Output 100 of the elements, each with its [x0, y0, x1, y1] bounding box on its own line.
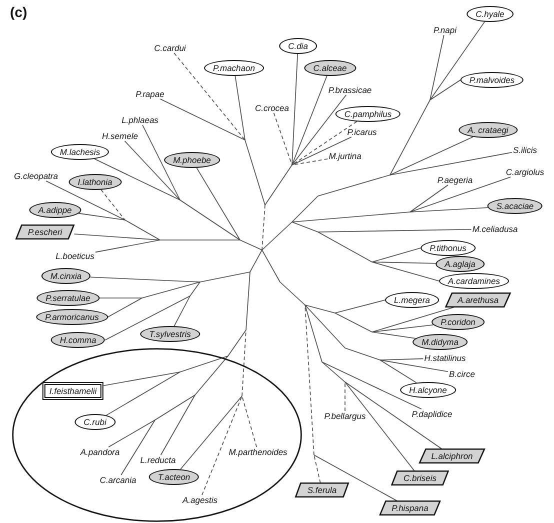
branch-line	[90, 276, 200, 282]
species-ellipse: L.megera	[385, 292, 439, 308]
species-label: B.circe	[448, 369, 476, 379]
species-ellipse: M.lachesis	[50, 144, 110, 160]
branch-line	[74, 234, 160, 240]
species-ellipse: I.lathonia	[68, 174, 122, 190]
species-ellipse: M.didyma	[412, 334, 468, 350]
branch-line	[344, 382, 415, 472]
species-label: L.reducta	[139, 455, 177, 465]
species-ellipse: H.comma	[50, 332, 106, 348]
species-label: P.icarus	[346, 127, 378, 137]
branch-line	[410, 184, 448, 212]
branch-line	[196, 168, 240, 240]
branch-line	[78, 212, 126, 220]
branch-line	[292, 76, 328, 166]
species-parallelogram: P.escheri	[16, 225, 74, 239]
branch-line	[292, 158, 328, 166]
branch-line	[318, 229, 472, 232]
species-ellipse: P.machaon	[204, 60, 264, 76]
species-ellipse: C.dia	[279, 38, 317, 54]
species-label: G.cleopatra	[13, 171, 59, 181]
branch-line	[372, 324, 434, 332]
branch-line	[410, 176, 511, 212]
branch-line	[430, 21, 485, 100]
branch-line	[46, 180, 126, 220]
branch-line	[390, 152, 512, 176]
species-label: A.pandora	[79, 447, 121, 457]
branch-line	[372, 248, 421, 262]
species-label: M.celiadusa	[471, 224, 519, 234]
species-ellipse: P.malvoides	[460, 72, 524, 88]
branch-line	[322, 362, 422, 410]
species-label: C.cardui	[153, 43, 187, 53]
branch-line	[430, 80, 461, 100]
species-parallelogram: L.alciphron	[419, 449, 485, 463]
species-label: L.boeticus	[54, 251, 96, 261]
species-label: L.phlaeas	[120, 115, 160, 125]
branch-line	[142, 124, 180, 200]
branch-line	[390, 136, 474, 176]
species-label: C.crocea	[254, 103, 290, 113]
branch-line	[160, 98, 246, 140]
species-label: H.semele	[101, 131, 139, 141]
branch-line	[106, 372, 180, 416]
branch-line	[430, 34, 444, 100]
branch-line	[103, 372, 180, 386]
branch-line	[314, 454, 321, 484]
species-label: P.aegeria	[436, 175, 474, 185]
branch-line	[380, 360, 448, 372]
branch-line	[372, 332, 416, 339]
branch-line	[108, 420, 156, 448]
species-ellipse: C.rubi	[74, 414, 116, 430]
branch-line	[273, 112, 292, 166]
branch-line	[234, 76, 246, 140]
species-ellipse: S.acaciae	[487, 198, 543, 214]
branch-line	[124, 140, 180, 200]
branch-line	[108, 298, 142, 318]
species-parallelogram: A.arethusa	[445, 293, 511, 307]
branch-line	[344, 382, 442, 450]
species-ellipse: M.phoebe	[164, 152, 220, 168]
branch-line	[344, 382, 346, 412]
species-parallelogram: S.ferula	[295, 483, 349, 497]
branch-line	[100, 189, 126, 220]
branch-line	[95, 240, 160, 253]
branch-line	[174, 52, 246, 140]
species-ellipse: H.alcyone	[400, 382, 456, 398]
species-label: P.bellargus	[323, 411, 367, 421]
species-ellipse: P.coridon	[432, 314, 484, 330]
branch-line	[372, 262, 440, 282]
branch-line	[160, 394, 196, 456]
species-ellipse: A.cardamines	[439, 273, 509, 289]
species-label: M.jurtina	[328, 151, 362, 161]
species-ellipse: M.cinxia	[41, 268, 91, 284]
species-label: H.statilinus	[423, 353, 467, 363]
species-label: C.argiolus	[504, 167, 546, 177]
species-label: A.agestis	[182, 495, 218, 505]
species-ellipse: A.aglaja	[436, 256, 484, 272]
species-ellipse: C.pamphilus	[335, 106, 401, 122]
branch-line	[120, 420, 156, 476]
branch-line	[292, 136, 352, 166]
species-ellipse: A. crataegi	[458, 122, 518, 138]
branch-line	[334, 300, 386, 314]
species-ellipse: P.serratulae	[36, 290, 100, 306]
species-ellipse: A.adippe	[29, 202, 81, 218]
species-label: C.arcania	[98, 475, 138, 485]
branch-line	[314, 454, 398, 502]
branch-line	[292, 94, 346, 166]
species-ellipse: T.acteon	[148, 469, 200, 485]
species-parallelogram: C.briseis	[391, 471, 449, 485]
panel-label: (c)	[10, 4, 28, 20]
branch-line	[372, 306, 456, 332]
branch-line	[380, 360, 417, 384]
branch-line	[410, 207, 488, 212]
species-parallelogram: P.hispana	[380, 501, 440, 515]
branch-line	[242, 396, 257, 448]
species-ellipse: T.sylvestris	[140, 326, 200, 342]
species-label: P.rapae	[134, 89, 166, 99]
branch-line	[380, 358, 424, 360]
species-label: P.daplidice	[410, 409, 454, 419]
species-label: S.ilicis	[512, 145, 538, 155]
species-label: P.napi	[432, 25, 458, 35]
branch-line	[94, 158, 180, 200]
